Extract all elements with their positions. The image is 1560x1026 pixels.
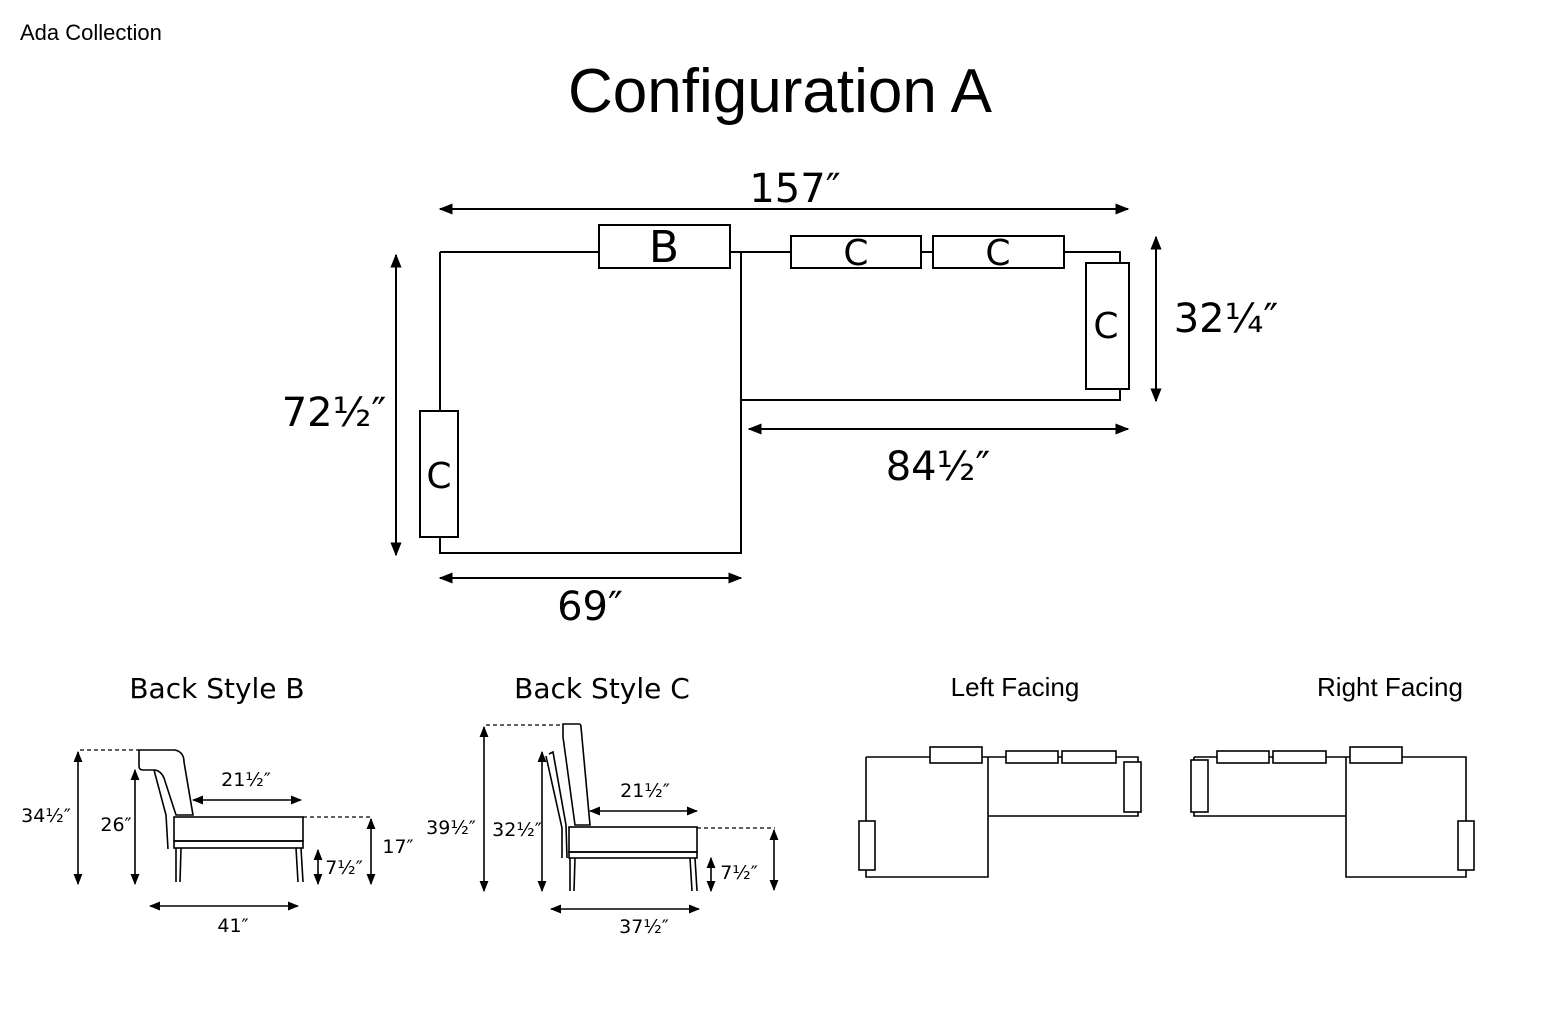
right-facing-back-5 <box>1457 820 1475 871</box>
page-title: Configuration A <box>568 57 993 126</box>
back-c-back-height: 32½″ <box>492 819 542 841</box>
back-c-legs <box>569 857 698 892</box>
back-c-overall-height: 39½″ <box>426 817 476 839</box>
dim-left: 72½″ <box>282 390 387 436</box>
right-facing-back-2 <box>1272 750 1327 764</box>
left-facing-back-3 <box>1061 750 1117 764</box>
right-facing-outline <box>1193 756 1467 878</box>
back-b-overall-depth: 41″ <box>217 915 248 937</box>
back-b-seat-height: 17″ <box>382 836 413 858</box>
back-cushion-c-3 <box>1085 262 1130 390</box>
right-module-outline <box>741 251 1121 401</box>
left-facing-view: Left Facing <box>858 672 1142 878</box>
back-b-cushion <box>138 749 194 816</box>
back-b-frame <box>153 769 169 850</box>
back-b-back-height: 26″ <box>100 814 131 836</box>
brand-name: Ada Collection <box>20 20 162 45</box>
back-b-seat <box>173 816 304 842</box>
dim-middle: 84½″ <box>886 444 991 490</box>
back-c-seat <box>568 826 698 853</box>
right-facing-back-1 <box>1216 750 1270 764</box>
back-c-frame <box>545 750 568 859</box>
dim-bottom: 69″ <box>557 584 623 630</box>
back-label-b: B <box>649 222 679 273</box>
back-label-c-4: C <box>426 456 451 497</box>
back-b-legs <box>175 847 304 883</box>
back-c-seat-depth: 21½″ <box>620 780 670 802</box>
back-c-leg-height: 7½″ <box>720 862 758 884</box>
right-facing-view: Right Facing <box>1190 672 1475 878</box>
back-label-c-3: C <box>1093 306 1118 347</box>
main-plan: B C C C C 157″ 72½″ 32¼″ 84½″ 69″ <box>282 166 1279 630</box>
back-c-overall-depth: 37½″ <box>619 916 669 938</box>
left-facing-back-4 <box>1123 761 1142 813</box>
back-c-base <box>568 851 698 859</box>
back-cushion-c-4 <box>419 410 459 538</box>
back-label-c-1: C <box>843 233 868 274</box>
right-facing-back-3 <box>1349 746 1403 764</box>
back-label-c-2: C <box>985 233 1010 274</box>
back-cushion-c-2 <box>932 235 1065 269</box>
back-c-cushion <box>562 723 591 826</box>
back-cushion-c-1 <box>790 235 922 269</box>
back-b-base <box>173 840 304 849</box>
back-style-b-heading: Back Style B <box>129 672 304 705</box>
left-facing-back-5 <box>858 820 876 871</box>
right-facing-label: Right Facing <box>1317 672 1463 702</box>
back-style-b-view: Back Style B 34½″ 26″ 21½″ 17″ 7½″ 41″ <box>21 672 413 937</box>
left-facing-outline <box>865 756 1139 878</box>
left-facing-back-1 <box>929 746 983 764</box>
dim-right: 32¼″ <box>1174 296 1279 342</box>
back-style-c-heading: Back Style C <box>514 672 690 705</box>
back-style-c-view: Back Style C 39½″ 32½″ 21½″ 7½″ 37½″ <box>426 672 779 938</box>
back-b-seat-depth: 21½″ <box>221 769 271 791</box>
left-facing-label: Left Facing <box>951 672 1080 702</box>
back-b-leg-height: 7½″ <box>325 857 363 879</box>
left-module-outline <box>439 251 742 554</box>
back-b-overall-height: 34½″ <box>21 805 71 827</box>
dim-top: 157″ <box>749 166 840 212</box>
back-cushion-b <box>598 224 731 269</box>
left-facing-back-2 <box>1005 750 1059 764</box>
right-facing-back-4 <box>1190 759 1209 813</box>
